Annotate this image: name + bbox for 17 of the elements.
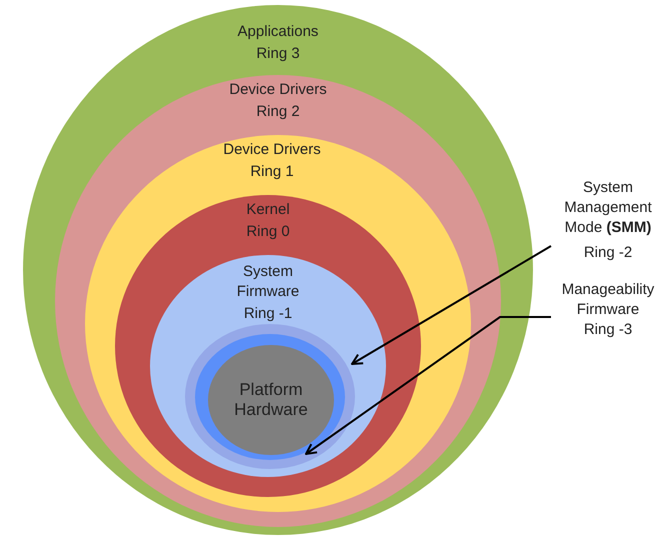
ring-label: Ring 0 [245, 222, 291, 242]
arrow [351, 245, 552, 365]
ring-label: Device Drivers [228, 80, 328, 100]
ring-label: Ring -1 [242, 304, 294, 324]
callout-text: Ring -3 [582, 320, 634, 340]
ring-label: System Firmware [236, 262, 300, 302]
callout-text: Manageability Firmware [560, 280, 656, 320]
callout-text: System Management Mode (SMM) [563, 178, 653, 238]
ring-label: Platform Hardware [233, 380, 309, 420]
ring-label: Kernel [245, 200, 291, 220]
ring-label: Ring 2 [255, 102, 301, 122]
ring-label: Device Drivers [222, 140, 322, 160]
callout-text: Ring -2 [582, 243, 634, 263]
ring-label: Ring 3 [255, 44, 301, 64]
ring-label: Applications [236, 22, 320, 42]
arrow [305, 316, 551, 455]
ring-label: Ring 1 [249, 162, 295, 182]
